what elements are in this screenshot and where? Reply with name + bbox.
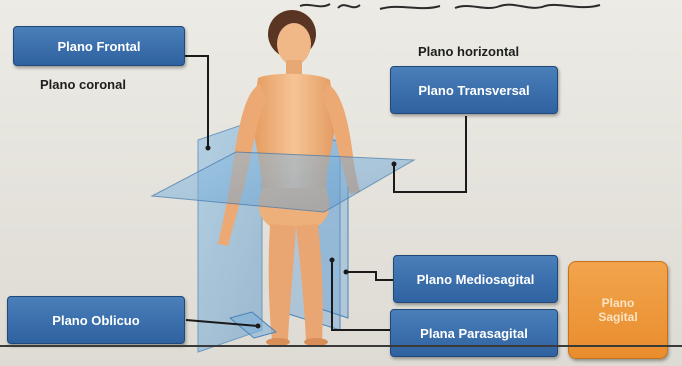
plano-coronal-label: Plano coronal: [40, 77, 126, 92]
plano-transversal-text: Plano Transversal: [418, 83, 529, 98]
bottom-rule-line: [0, 345, 682, 347]
plano-horizontal-label: Plano horizontal: [418, 44, 519, 59]
plano-frontal-text: Plano Frontal: [57, 39, 140, 54]
plano-oblicuo-text: Plano Oblicuo: [52, 313, 139, 328]
plano-parasagital-box: Plana Parasagital: [390, 309, 558, 357]
plano-frontal-box: Plano Frontal: [13, 26, 185, 66]
plano-transversal-box: Plano Transversal: [390, 66, 558, 114]
plano-oblicuo-box: Plano Oblicuo: [7, 296, 185, 344]
plano-sagital-line1: Plano: [602, 296, 635, 310]
handwriting-scribble: [300, 4, 600, 9]
plano-mediosagital-text: Plano Mediosagital: [417, 272, 535, 287]
transverse-plane: [152, 152, 414, 212]
plano-sagital-line2: Sagital: [598, 310, 637, 324]
plano-parasagital-text: Plana Parasagital: [420, 326, 528, 341]
plano-mediosagital-box: Plano Mediosagital: [393, 255, 558, 303]
